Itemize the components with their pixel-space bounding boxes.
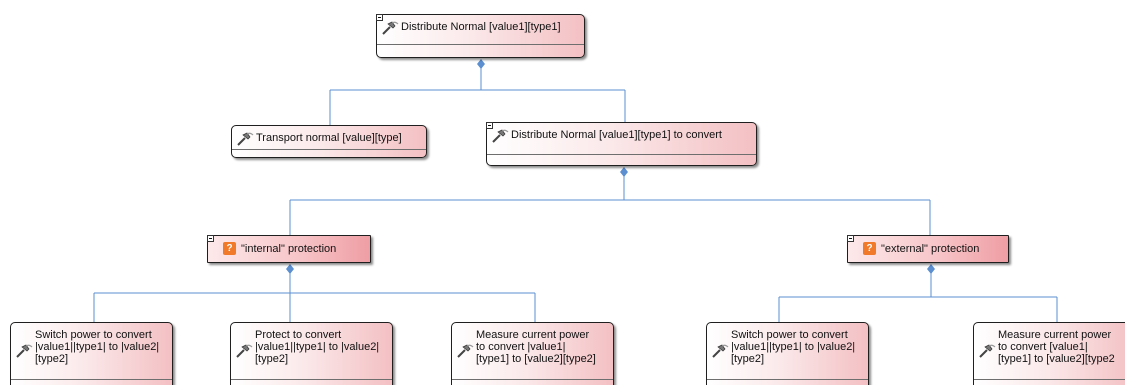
node-internal-protection[interactable]: ? "internal" protection <box>207 235 371 263</box>
hammer-icon <box>237 132 254 146</box>
node-label: "external" protection <box>881 243 980 255</box>
node-divider <box>231 379 392 380</box>
node-divider <box>707 379 868 380</box>
node-label: Measure current power to convert [value1… <box>998 329 1115 365</box>
hammer-icon <box>382 21 399 35</box>
node-divider <box>11 379 172 380</box>
hammer-icon <box>236 344 253 358</box>
question-icon: ? <box>223 242 236 255</box>
collapse-toggle[interactable] <box>486 122 493 129</box>
node-label: "internal" protection <box>241 243 337 255</box>
node-divider <box>487 154 756 155</box>
node-label: Distribute Normal [value1][type1] to con… <box>511 129 722 141</box>
hammer-icon <box>16 344 33 358</box>
hammer-icon <box>712 344 729 358</box>
node-distribute-convert[interactable]: Distribute Normal [value1][type1] to con… <box>486 122 757 166</box>
node-root[interactable]: Distribute Normal [value1][type1] <box>376 14 585 58</box>
diamond-convert <box>620 167 628 177</box>
question-icon: ? <box>863 242 876 255</box>
node-divider <box>377 44 584 45</box>
collapse-toggle[interactable] <box>207 235 214 242</box>
node-label: Transport normal [value][type] <box>256 132 402 144</box>
node-transport[interactable]: Transport normal [value][type] <box>231 125 427 158</box>
node-switch-power-external[interactable]: Switch power to convert |value1||type1| … <box>706 322 869 385</box>
collapse-toggle[interactable] <box>847 235 854 242</box>
node-external-protection[interactable]: ? "external" protection <box>847 235 1009 263</box>
diamond-external <box>927 264 935 274</box>
node-label: Distribute Normal [value1][type1] <box>401 21 561 33</box>
node-divider <box>232 149 426 150</box>
node-divider <box>974 379 1125 380</box>
node-label: Switch power to convert |value1||type1| … <box>731 329 856 365</box>
node-measure-external[interactable]: Measure current power to convert [value1… <box>973 322 1125 385</box>
diamond-internal <box>286 264 294 274</box>
node-label: Measure current power to convert |value1… <box>476 329 596 365</box>
node-protect-internal[interactable]: Protect to convert |value1||type1| to |v… <box>230 322 393 385</box>
connector-external-children <box>778 272 1058 322</box>
connector-convert-children <box>289 176 931 235</box>
node-divider <box>452 379 613 380</box>
collapse-toggle[interactable] <box>376 14 383 21</box>
node-measure-internal[interactable]: Measure current power to convert |value1… <box>451 322 614 385</box>
hammer-icon <box>492 129 509 143</box>
diamond-root <box>477 59 485 69</box>
node-label: Switch power to convert |value1||type1| … <box>35 329 160 365</box>
node-switch-power-internal[interactable]: Switch power to convert |value1||type1| … <box>10 322 173 385</box>
node-label: Protect to convert |value1||type1| to |v… <box>255 329 380 365</box>
hammer-icon <box>457 344 474 358</box>
connector-root-children <box>329 68 626 125</box>
hammer-icon <box>979 344 996 358</box>
connector-internal-children <box>93 272 536 322</box>
